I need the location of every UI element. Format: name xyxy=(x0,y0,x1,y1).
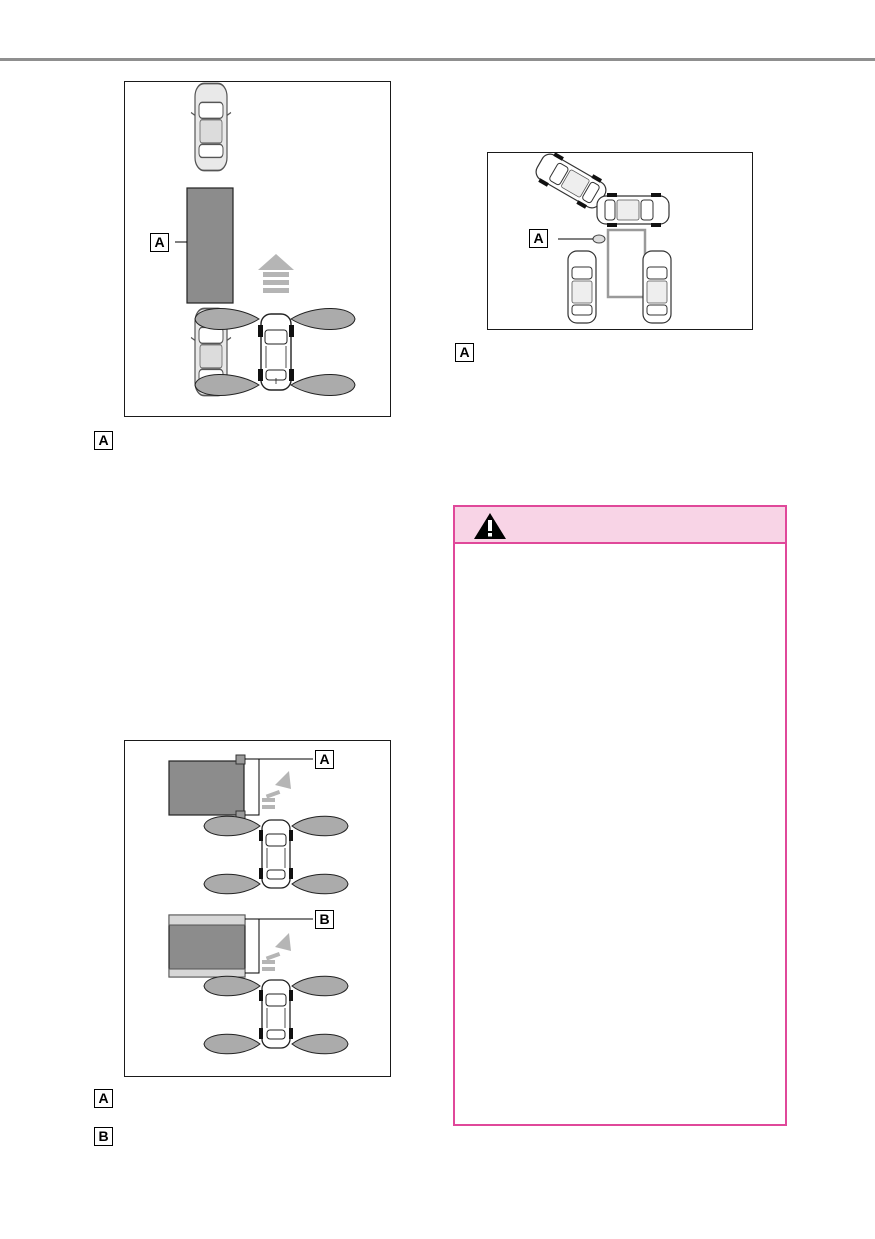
legend-b: B xyxy=(94,1127,113,1146)
header-rule xyxy=(0,58,875,61)
callout-a: A xyxy=(150,233,169,252)
figure-2-illustration xyxy=(532,153,672,324)
callout-a: A xyxy=(529,229,548,248)
warning-triangle-icon xyxy=(474,513,506,539)
own-vehicle-a xyxy=(258,819,294,889)
figure-parking-lines: A xyxy=(487,152,753,330)
forward-arrow xyxy=(258,254,294,293)
parked-car-right xyxy=(642,250,672,324)
parked-car-left xyxy=(567,250,597,324)
legend-a: A xyxy=(455,343,474,362)
parking-space xyxy=(186,187,234,304)
figure-obstacle-types: A B xyxy=(124,740,391,1077)
figure-3-illustration xyxy=(168,754,349,1055)
own-vehicle-b xyxy=(258,979,294,1049)
parking-lines xyxy=(606,228,647,299)
warning-box xyxy=(453,505,787,1126)
own-vehicle xyxy=(596,193,670,227)
turning-car xyxy=(532,153,610,212)
sensor-detection-areas xyxy=(194,308,356,396)
sensor-icon xyxy=(592,234,606,244)
own-vehicle xyxy=(257,313,295,391)
callout-a: A xyxy=(315,750,334,769)
parked-car-top xyxy=(190,82,232,172)
curved-arrow-a xyxy=(262,771,291,809)
legend-a: A xyxy=(94,431,113,450)
curved-arrow-b xyxy=(262,933,291,971)
figure-1-illustration xyxy=(175,82,356,397)
warning-header xyxy=(455,507,785,544)
detection-point-a-top xyxy=(235,754,246,765)
obstacle-a xyxy=(168,760,245,816)
callout-b: B xyxy=(315,910,334,929)
legend-a: A xyxy=(94,1089,113,1108)
figure-parking-space-detection: A xyxy=(124,81,391,417)
